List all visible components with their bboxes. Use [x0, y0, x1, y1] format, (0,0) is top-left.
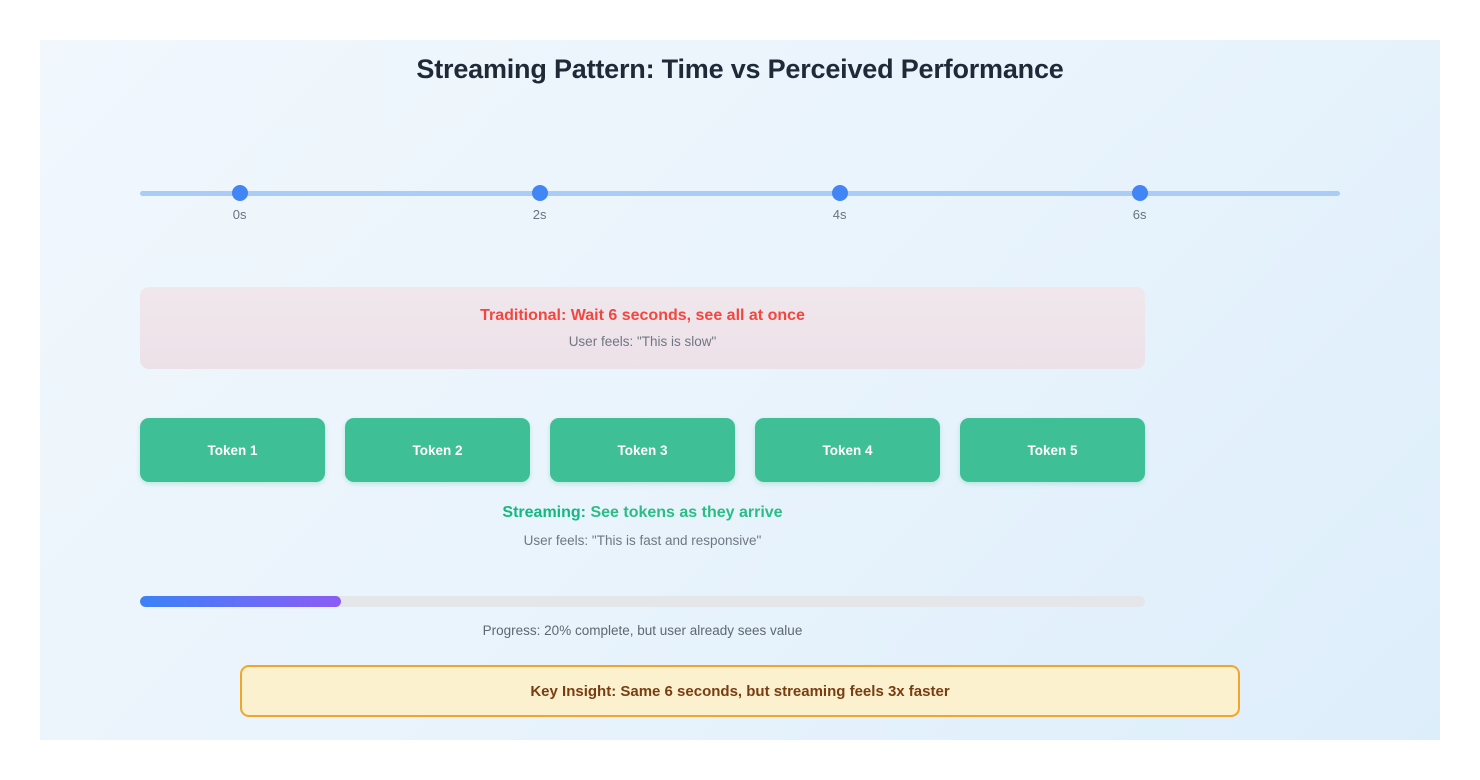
token-card[interactable]: Token 2: [345, 418, 530, 482]
token-row: Token 1 Token 2 Token 3 Token 4 Token 5: [140, 418, 1145, 482]
timeline-label: 0s: [232, 207, 247, 222]
streaming-caption: Streaming: See tokens as they arrive Use…: [140, 504, 1145, 548]
token-card[interactable]: Token 3: [550, 418, 735, 482]
traditional-title: Traditional: Wait 6 seconds, see all at …: [480, 307, 805, 324]
streaming-subtitle: User feels: "This is fast and responsive…: [523, 533, 762, 548]
streaming-title-prefix: Streaming:: [502, 504, 586, 521]
timeline-dot-icon: [231, 185, 248, 201]
streaming-title: Streaming: See tokens as they arrive: [140, 504, 1145, 522]
key-insight-callout: Key Insight: Same 6 seconds, but streami…: [240, 665, 1240, 717]
timeline-dot-icon: [531, 185, 548, 201]
progress-bar-fill: [140, 596, 341, 607]
streaming-title-rest: See tokens as they arrive: [586, 504, 783, 521]
timeline-dot-icon: [831, 185, 848, 201]
page-title: Streaming Pattern: Time vs Perceived Per…: [416, 54, 1064, 84]
streaming-demo-card: Streaming Pattern: Time vs Perceived Per…: [40, 40, 1440, 740]
token-card[interactable]: Token 1: [140, 418, 325, 482]
token-card[interactable]: Token 5: [960, 418, 1145, 482]
timeline-track: [140, 191, 1340, 196]
timeline-label: 4s: [832, 207, 847, 222]
timeline: 0s 2s 4s 6s: [140, 185, 1340, 245]
token-card[interactable]: Token 4: [755, 418, 940, 482]
timeline-dot-icon: [1131, 185, 1148, 201]
timeline-label: 2s: [532, 207, 547, 222]
traditional-subtitle: User feels: "This is slow": [568, 334, 717, 349]
timeline-label: 6s: [1132, 207, 1147, 222]
progress-bar[interactable]: [140, 596, 1145, 607]
traditional-banner: Traditional: Wait 6 seconds, see all at …: [140, 287, 1145, 369]
progress-caption: Progress: 20% complete, but user already…: [482, 623, 803, 638]
